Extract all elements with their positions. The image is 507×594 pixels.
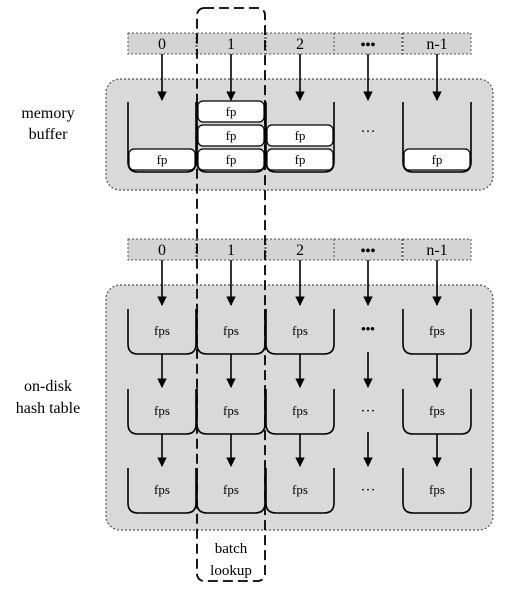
batch-label-backdrop	[200, 536, 262, 578]
memory-buffer-label-line1: memory	[21, 105, 74, 122]
memory-index-cell-0	[127, 32, 197, 55]
table-ellipsis-2: ···	[361, 483, 376, 499]
memory-slot-label: fp	[432, 152, 443, 167]
memory-slot-label: fp	[295, 128, 306, 143]
table-index-cell-2	[265, 238, 335, 261]
memory-slot-1-1	[197, 124, 265, 147]
hash-table-panel	[105, 284, 494, 531]
table-bucket-label: fps	[154, 482, 170, 497]
batch-label-line1: batch	[215, 541, 248, 557]
table-bucket-label: fps	[292, 482, 308, 497]
table-ellipsis-0: •••	[361, 321, 375, 336]
hash-table-label-line1: on-disk	[24, 378, 72, 395]
memory-slot-label: fp	[226, 152, 237, 167]
memory-index-label-2: 2	[296, 36, 304, 53]
table-index-label-3: •••	[361, 244, 376, 259]
memory-index-label-4: n-1	[426, 36, 447, 53]
memory-slot-1-0	[197, 148, 265, 171]
memory-slot-label: fp	[295, 152, 306, 167]
table-bucket-2-0	[127, 468, 197, 514]
memory-buffer-buckets: fp fp fp fp fp fp ··· fp	[127, 54, 472, 173]
table-index-cell-0	[127, 238, 197, 261]
table-bucket-label: fps	[292, 403, 308, 418]
memory-index-cell-3	[333, 32, 403, 55]
table-bucket-label: fps	[154, 403, 170, 418]
table-index-cell-4	[402, 238, 472, 261]
memory-index-cell-2	[265, 32, 335, 55]
hash-table-index-row: 0 1 2 ••• n-1	[127, 238, 472, 261]
memory-buffer-label-line2: buffer	[29, 126, 68, 143]
memory-slot-label: fp	[226, 128, 237, 143]
table-bucket-label: fps	[429, 323, 445, 338]
memory-index-cell-4	[402, 32, 472, 55]
table-index-label-2: 2	[296, 242, 304, 259]
memory-index-cell-1	[196, 32, 266, 55]
memory-slot-1-2	[197, 100, 265, 123]
batch-label-line2: lookup	[210, 563, 252, 579]
table-bucket-label: fps	[292, 323, 308, 338]
memory-slot-2-1	[266, 124, 334, 147]
table-bucket-2-2	[265, 468, 335, 514]
memory-slot-label: fp	[226, 104, 237, 119]
table-bucket-label: fps	[223, 482, 239, 497]
table-index-label-0: 0	[158, 242, 166, 259]
memory-slot-2-0	[266, 148, 334, 171]
batch-lookup-frame	[196, 7, 266, 582]
table-index-cell-3	[333, 238, 403, 261]
memory-slot-4-0	[403, 148, 471, 171]
memory-slot-label: fp	[157, 152, 168, 167]
table-bucket-label: fps	[223, 403, 239, 418]
table-ellipsis-1: ···	[361, 404, 376, 420]
table-bucket-label: fps	[429, 403, 445, 418]
memory-index-row: 0 1 2 ••• n-1	[127, 32, 472, 55]
table-bucket-label: fps	[429, 482, 445, 497]
hash-table-label-line2: hash table	[16, 400, 80, 417]
table-index-label-1: 1	[227, 242, 235, 259]
table-index-label-4: n-1	[426, 242, 447, 259]
memory-index-label-3: •••	[361, 38, 376, 53]
table-bucket-label: fps	[223, 323, 239, 338]
table-bucket-label: fps	[154, 323, 170, 338]
memory-ellipsis: ···	[361, 124, 376, 140]
memory-index-label-0: 0	[158, 36, 166, 53]
table-bucket-2-4	[402, 468, 472, 514]
memory-slot-0-0	[128, 148, 196, 171]
table-index-cell-1	[196, 238, 266, 261]
memory-index-label-1: 1	[227, 36, 235, 53]
